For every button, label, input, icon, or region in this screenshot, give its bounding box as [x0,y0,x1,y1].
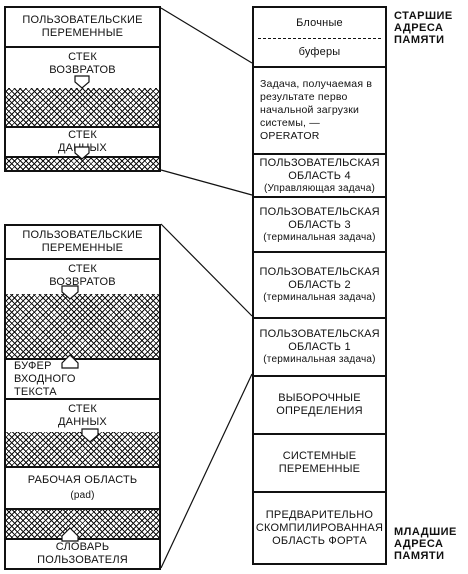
arrow-down-icon [74,75,90,89]
bottom-user-vars: ПОЛЬЗОВАТЕЛЬСКИЕ ПЕРЕМЕННЫЕ [22,229,143,254]
low-addresses-label: МЛАДШИЕ АДРЕСА ПАМЯТИ [394,526,457,562]
block-buffers-divider [258,38,381,39]
operator-task-area: Задача, получаемая в результате перво на… [254,66,385,153]
bottom-user-area-stack: ПОЛЬЗОВАТЕЛЬСКИЕ ПЕРЕМЕННЫЕ СТЕК ВОЗВРАТ… [4,224,161,570]
arrow-up-icon [61,354,79,369]
bottom-return-stack-free-space [6,294,159,358]
user-area-4: ПОЛЬЗОВАТЕЛЬСКАЯ ОБЛАСТЬ 4 (Управляющая … [254,153,385,196]
bottom-pad: РАБОЧАЯ ОБЛАСТЬ (pad) [6,466,159,508]
bottom-data-stack: СТЕК ДАННЫХ [6,398,159,432]
bottom-dictionary-free-space [6,508,159,538]
block-buffers-label-1: Блочные [296,16,343,29]
memory-map: Блочные буферы Задача, получаемая в резу… [252,6,387,565]
bottom-return-stack: СТЕК ВОЗВРАТОВ [6,258,159,294]
high-addresses-label: СТАРШИЕ АДРЕСА ПАМЯТИ [394,10,453,46]
top-user-area-stack: ПОЛЬЗОВАТЕЛЬСКИЕ ПЕРЕМЕННЫЕ СТЕК ВОЗВРАТ… [4,6,161,172]
connector-top-upper [160,7,253,64]
system-variables: СИСТЕМНЫЕ ПЕРЕМЕННЫЕ [254,433,385,491]
precompiled-forth-area: ПРЕДВАРИТЕЛЬНО СКОМПИЛИРОВАННАЯ ОБЛАСТЬ … [254,491,385,563]
selective-definitions: ВЫБОРОЧНЫЕ ОПРЕДЕЛЕНИЯ [254,375,385,433]
connector-bottom-lower [160,373,253,569]
user-area-2: ПОЛЬЗОВАТЕЛЬСКАЯ ОБЛАСТЬ 2 (терминальная… [254,251,385,317]
connector-top-lower [160,169,253,196]
block-buffers-label-2: буферы [298,45,341,58]
bottom-data-stack-free-space [6,432,159,466]
connector-bottom-upper [160,223,253,317]
user-area-1: ПОЛЬЗОВАТЕЛЬСКАЯ ОБЛАСТЬ 1 (терминальная… [254,317,385,375]
bottom-user-dictionary: СЛОВАРЬ ПОЛЬЗОВАТЕЛЯ [6,538,159,568]
top-user-vars: ПОЛЬЗОВАТЕЛЬСКИЕ ПЕРЕМЕННЫЕ [22,14,143,39]
arrow-down-icon [74,146,90,160]
arrow-down-icon [61,285,79,300]
top-return-stack-free-space [6,88,159,126]
top-return-stack: СТЕК ВОЗВРАТОВ [6,46,159,88]
arrow-up-icon [61,527,79,542]
arrow-down-icon [81,428,99,443]
bottom-input-buffer: БУФЕР ВХОДНОГО ТЕКСТА [6,358,159,398]
user-area-3: ПОЛЬЗОВАТЕЛЬСКАЯ ОБЛАСТЬ 3 (терминальная… [254,196,385,251]
